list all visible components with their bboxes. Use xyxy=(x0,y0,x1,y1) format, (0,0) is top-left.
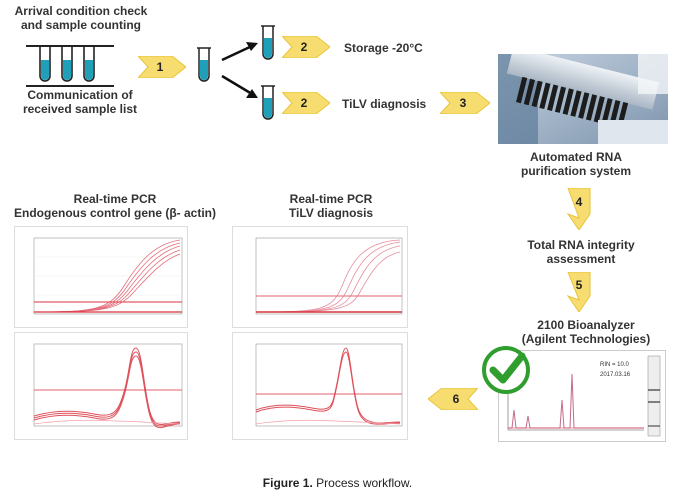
step-3-number: 3 xyxy=(459,96,467,110)
arrival-check-label: Arrival condition check and sample count… xyxy=(14,4,148,32)
step-1-arrow: 1 xyxy=(136,55,187,79)
step-4-number: 4 xyxy=(575,195,583,209)
step-2b-number: 2 xyxy=(300,96,308,110)
step-6-number: 6 xyxy=(452,392,460,406)
rna-integrity-label: Total RNA integrity assessment xyxy=(527,238,635,266)
automated-rna-label: Automated RNA purification system xyxy=(520,150,632,178)
step-2-number: 2 xyxy=(300,40,308,54)
check-icon xyxy=(482,346,530,394)
communication-label: Communication of received sample list xyxy=(22,88,138,116)
tilv-amplification-plot xyxy=(232,226,408,328)
storage-tube-icon xyxy=(261,25,275,60)
caption-label: Figure 1. xyxy=(262,476,313,490)
svg-text:2017.03.16: 2017.03.16 xyxy=(600,372,631,378)
tilv-melt-plot xyxy=(232,332,408,440)
split-arrows xyxy=(221,42,258,98)
rna-purification-photo xyxy=(498,54,668,144)
tilv-diagnosis-label: TiLV diagnosis xyxy=(342,97,427,111)
pcr-tilv-title: Real-time PCR TiLV diagnosis xyxy=(288,192,374,220)
actin-amplification-plot xyxy=(14,226,188,328)
step-4-arrow: 4 xyxy=(566,187,592,231)
bioanalyzer-label: 2100 Bioanalyzer (Agilent Technologies) xyxy=(521,318,651,346)
tube-icon xyxy=(197,47,211,82)
step-5-arrow: 5 xyxy=(566,271,592,313)
pcr-actin-title: Real-time PCR Endogenous control gene (β… xyxy=(14,192,216,220)
caption-text: Process workflow. xyxy=(312,476,413,490)
step-1-number: 1 xyxy=(156,60,164,74)
storage-label: Storage -20°C xyxy=(344,41,423,55)
step-2-diagnosis-arrow: 2 xyxy=(280,91,331,115)
step-6-arrow: 6 xyxy=(427,387,480,411)
step-5-number: 5 xyxy=(575,278,583,292)
tube-rack-icon xyxy=(26,45,114,87)
step-3-arrow: 3 xyxy=(438,91,491,115)
diagnosis-tube-icon xyxy=(261,85,275,120)
step-2-storage-arrow: 2 xyxy=(280,35,331,59)
actin-melt-plot xyxy=(14,332,188,440)
svg-text:RIN = 10.0: RIN = 10.0 xyxy=(600,362,630,368)
figure-caption: Figure 1. Process workflow. xyxy=(0,476,675,490)
